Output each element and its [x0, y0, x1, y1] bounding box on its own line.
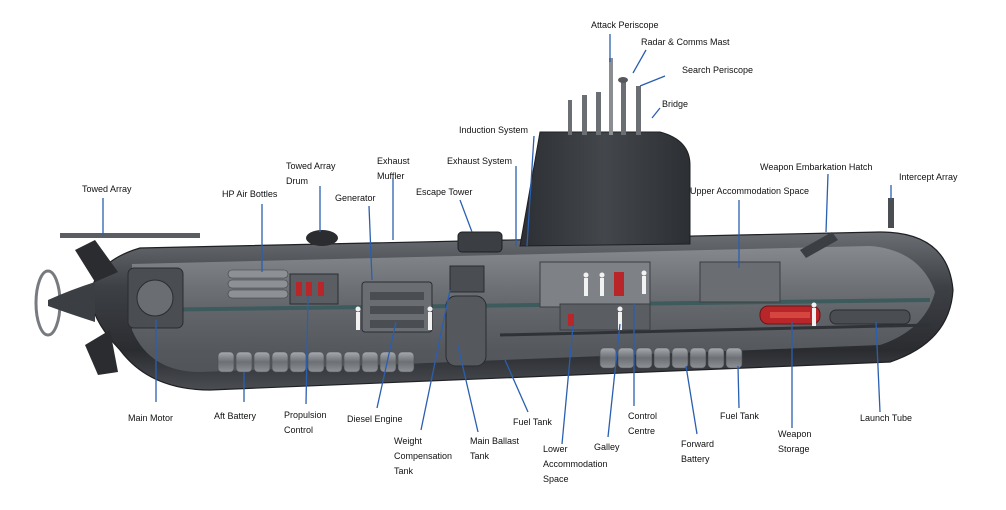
label-towed-array-drum-line2: Drum	[286, 176, 308, 186]
label-galley: Galley	[594, 442, 620, 452]
label-lower-accommodation-space: Lower Accommodation Space	[543, 442, 608, 487]
label-towed-array-drum-line1: Towed Array	[286, 161, 336, 171]
label-exhaust-muffler-line2: Muffler	[377, 171, 405, 181]
label-main-motor: Main Motor	[128, 413, 174, 423]
label-upper-accommodation-space: Upper Accommodation Space	[690, 186, 810, 196]
label-radar-comms-mast: Radar & Comms Mast	[641, 37, 730, 47]
stern-fin-lower	[85, 330, 118, 375]
stern-fin-upper	[75, 240, 118, 282]
label-induction-system: Induction System	[459, 125, 529, 135]
label-weapon-storage-line2: Storage	[778, 444, 810, 454]
towed-array-rod	[60, 233, 200, 238]
label-hp-air-bottles: HP Air Bottles	[222, 189, 278, 199]
label-diesel-engine: Diesel Engine	[347, 414, 403, 424]
label-propulsion-control-line1: Propulsion	[284, 410, 327, 420]
label-lower-accom-line1: Lower	[543, 444, 568, 454]
label-forward-battery: Forward Battery	[681, 437, 714, 467]
label-aft-battery: Aft Battery	[214, 411, 257, 421]
label-exhaust-system: Exhaust System	[447, 156, 513, 166]
leader-lines	[102, 34, 892, 445]
label-lower-accom-line3: Space	[543, 474, 569, 484]
label-search-periscope: Search Periscope	[682, 65, 754, 75]
label-towed-array: Towed Array	[82, 184, 132, 194]
label-main-ballast-line2: Tank	[470, 451, 490, 461]
label-weight-compensation-tank: Weight Compensation Tank	[394, 434, 452, 479]
label-exhaust-muffler-line1: Exhaust	[377, 156, 410, 166]
forward-battery-cells	[599, 347, 743, 369]
label-control-centre: Control Centre	[628, 409, 657, 439]
label-weight-comp-line1: Weight	[394, 436, 422, 446]
label-weight-comp-line3: Tank	[394, 466, 414, 476]
label-control-centre-line2: Centre	[628, 426, 656, 436]
label-forward-battery-line2: Battery	[681, 454, 710, 464]
label-fuel-tank-forward: Fuel Tank	[720, 411, 759, 421]
label-control-centre-line1: Control	[628, 411, 658, 421]
label-main-ballast-tank: Main Ballast Tank	[470, 434, 519, 464]
label-bridge: Bridge	[662, 99, 689, 109]
label-attack-periscope: Attack Periscope	[591, 20, 659, 30]
label-escape-tower: Escape Tower	[416, 187, 473, 197]
label-weapon-storage: Weapon Storage	[778, 427, 811, 457]
label-weight-comp-line2: Compensation	[394, 451, 453, 461]
label-generator: Generator	[335, 193, 376, 203]
aft-battery-cells	[217, 351, 415, 373]
crew-figures	[355, 270, 817, 330]
label-weapon-embarkation-hatch: Weapon Embarkation Hatch	[760, 162, 873, 172]
label-intercept-array: Intercept Array	[899, 172, 958, 182]
label-weapon-storage-line1: Weapon	[778, 429, 812, 439]
label-propulsion-control-line2: Control	[284, 425, 314, 435]
label-propulsion-control: Propulsion Control	[284, 408, 327, 438]
label-lower-accom-line2: Accommodation	[543, 459, 608, 469]
label-fuel-tank-aft: Fuel Tank	[513, 417, 552, 427]
label-launch-tube: Launch Tube	[860, 413, 913, 423]
label-forward-battery-line1: Forward	[681, 439, 715, 449]
label-towed-array-drum: Towed Array Drum	[286, 159, 336, 189]
sail	[519, 131, 691, 247]
label-main-ballast-line1: Main Ballast	[470, 436, 520, 446]
label-exhaust-muffler: Exhaust Muffler	[377, 154, 410, 184]
